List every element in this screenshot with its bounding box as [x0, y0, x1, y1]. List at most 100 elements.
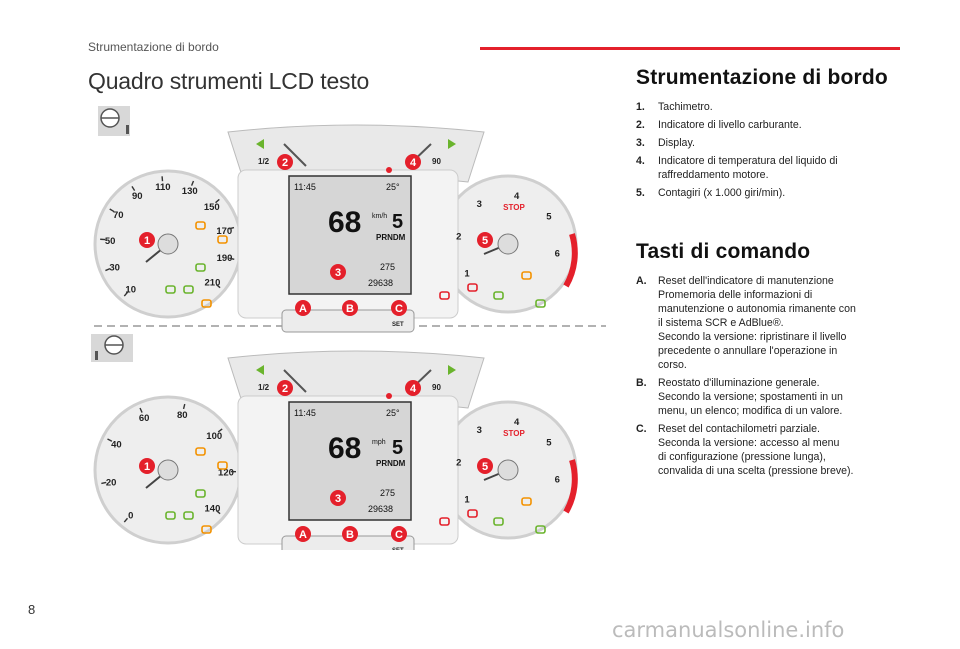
speed-tick: [215, 509, 221, 515]
list-item-line: raffreddamento motore.: [658, 169, 769, 181]
callout-label: A: [299, 303, 307, 315]
list-item-number: A.: [636, 275, 647, 287]
callout-label: B: [346, 529, 354, 541]
callout-label: 4: [410, 383, 417, 395]
stop-label: STOP: [503, 203, 525, 212]
speed-tick: [139, 407, 143, 413]
list-item-line: di configurazione (pressione lunga),: [658, 451, 826, 463]
speed-tick-label: 120: [218, 467, 234, 478]
section-title-controls: Tasti di comando: [636, 240, 811, 263]
callout-marker: [139, 232, 155, 248]
list-item-number: 4.: [636, 155, 645, 167]
list-item-line: Contagiri (x 1.000 giri/min).: [658, 187, 786, 199]
lcd-odometer: 29638: [368, 504, 393, 514]
list-item-line: Tachimetro.: [658, 101, 713, 113]
list-item: 3.Display.: [636, 136, 886, 150]
callout-label: 5: [482, 461, 488, 473]
turn-right-arrow-icon: [448, 139, 456, 149]
speed-tick-label: 140: [205, 503, 221, 514]
warning-lamp-icon: [439, 517, 450, 526]
warning-lamp-icon: [521, 271, 532, 280]
warning-lamp-icon: [195, 447, 206, 456]
warning-lamp-icon: [535, 525, 546, 534]
callout-marker: [477, 458, 493, 474]
lcd-range: 275: [380, 488, 395, 498]
list-item-line: Seconda la versione: accesso al menu: [658, 437, 840, 449]
callout-marker: [330, 264, 346, 280]
speed-tick: [101, 481, 107, 485]
page-title: Quadro strumenti LCD testo: [88, 68, 370, 94]
warning-lamp-icon: [535, 299, 546, 308]
list-item-line: Display.: [658, 137, 695, 149]
callout-marker: [295, 526, 311, 542]
speed-tick: [131, 185, 136, 191]
speed-tick: [123, 291, 129, 297]
rpm-tick-label: 2: [456, 457, 461, 468]
callout-label: B: [346, 303, 354, 315]
list-item-line: Promemoria delle informazioni di: [658, 289, 813, 301]
speed-tick-label: 10: [125, 284, 136, 295]
rpm-tick-label: 6: [555, 249, 560, 260]
rpm-tick-label: 2: [456, 231, 461, 242]
watermark: carmanualsonline.info: [612, 618, 845, 642]
rpm-tick-label: 3: [477, 425, 482, 436]
lcd-gear: 5: [392, 437, 403, 459]
warning-lamp-icon: [165, 285, 176, 294]
warning-lamp-icon: [467, 283, 478, 292]
lcd-temp: 25°: [386, 182, 400, 192]
rpm-tick-label: 5: [546, 437, 552, 448]
set-label: SET: [392, 548, 404, 550]
warning-lamp-icon: [521, 497, 532, 506]
speed-tick-label: 50: [105, 236, 116, 247]
rpm-tick-label: 6: [555, 475, 560, 486]
speed-tick-label: 20: [106, 477, 117, 488]
list-item: 4. Indicatore di temperatura del liquido …: [636, 154, 886, 182]
speedometer-hub: [157, 459, 179, 481]
rpm-tick-label: 4: [514, 191, 520, 202]
callout-marker: [405, 380, 421, 396]
warning-lamp-icon: [183, 511, 194, 520]
list-item-line: corso.: [658, 359, 687, 371]
speed-tick: [105, 267, 111, 272]
list-item-line: Indicatore di temperatura del liquido di: [658, 155, 838, 167]
list-item-text: Reostato d'illuminazione generale. Second…: [658, 376, 886, 418]
speed-tick-label: 70: [113, 210, 124, 221]
callout-marker: [477, 232, 493, 248]
list-item-line: Secondo la versione; spostamenti in un: [658, 391, 843, 403]
rpm-tick-label: 4: [514, 417, 520, 428]
speed-tick: [182, 403, 186, 410]
warning-lamp-icon: [217, 461, 228, 470]
speed-tick-label: 90: [132, 191, 143, 202]
speed-tick-label: 60: [139, 413, 150, 424]
speed-tick: [229, 257, 235, 260]
list-item: 2.Indicatore di livello carburante.: [636, 118, 886, 132]
callout-label: 2: [282, 383, 288, 395]
lcd-time: 11:45: [294, 408, 316, 418]
warning-lamp-icon: [201, 525, 212, 534]
lcd-gear: 5: [392, 211, 403, 233]
header-accent-bar: [480, 47, 900, 50]
list-item-line: Reostato d'illuminazione generale.: [658, 377, 820, 389]
lcd-display: [288, 401, 412, 521]
list-item-text: Display.: [658, 136, 886, 150]
speed-tick-label: 130: [182, 186, 198, 197]
callout-label: C: [395, 303, 403, 315]
list-item: 5.Contagiri (x 1.000 giri/min).: [636, 186, 886, 200]
lcd-unit: mph: [372, 439, 386, 446]
callout-marker: [277, 154, 293, 170]
callout-marker: [342, 300, 358, 316]
list-item-text: Tachimetro.: [658, 100, 886, 114]
warning-lamp-icon: [439, 291, 450, 300]
rpm-tick-label: 5: [546, 211, 552, 222]
lcd-prnd: PRNDM: [376, 233, 406, 242]
warning-dot: [386, 393, 392, 399]
list-item: C.Reset del contachilometri parziale.Sec…: [636, 422, 886, 478]
callout-marker: [330, 490, 346, 506]
turn-left-arrow-icon: [256, 365, 264, 375]
list-item-text: Contagiri (x 1.000 giri/min).: [658, 186, 886, 200]
rpm-redline: [563, 459, 578, 514]
speed-tick: [107, 438, 113, 442]
rpm-redline: [563, 233, 578, 288]
list-item-line: Reset dell'indicatore di manutenzione: [658, 275, 834, 287]
